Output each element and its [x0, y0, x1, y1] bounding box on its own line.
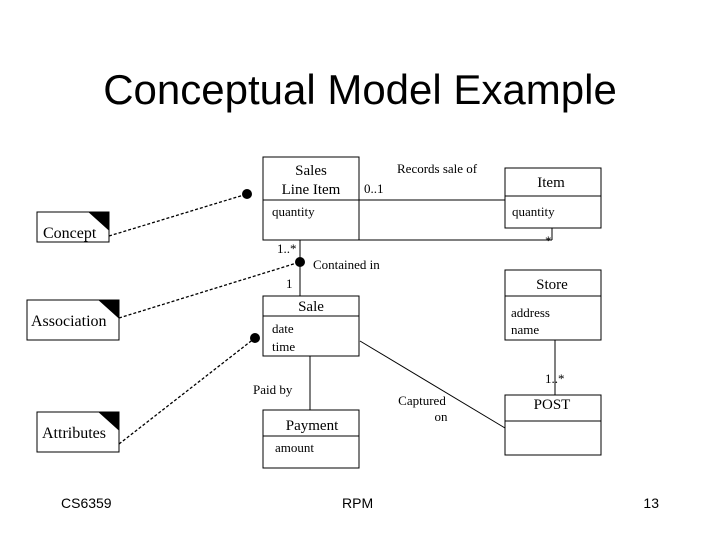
legend-attributes-box	[36, 411, 120, 453]
attributes-leader-dot	[250, 333, 260, 343]
payment-attr-amount: amount	[275, 440, 314, 455]
multiplicity-star: *	[545, 233, 552, 248]
item-attr-quantity: quantity	[512, 204, 555, 219]
item-box	[504, 167, 602, 229]
post-name: POST	[534, 397, 571, 413]
post-box	[504, 394, 602, 456]
association-leader-dot	[295, 257, 305, 267]
paid-by-label: Paid by	[253, 382, 293, 397]
multiplicity-0-1: 0..1	[364, 181, 384, 196]
captured-on-label-1: Captured	[398, 393, 446, 408]
sale-box	[262, 295, 360, 357]
item-name: Item	[537, 175, 565, 191]
multiplicity-1-many-post: 1..*	[545, 371, 565, 386]
multiplicity-1-many-sli: 1..*	[277, 241, 297, 256]
sales-line-item-attr-quantity: quantity	[272, 204, 315, 219]
captured-on-label-2: on	[435, 409, 449, 424]
records-sale-of-label: Records sale of	[397, 161, 478, 176]
legend-attributes-corner	[97, 411, 120, 432]
slide-title: Conceptual Model Example	[103, 66, 617, 113]
sale-attr-date: date	[272, 321, 294, 336]
captured-on-line	[359, 340, 506, 429]
legend-association-label: Association	[31, 313, 107, 330]
legend-attributes-label: Attributes	[42, 425, 106, 442]
footer-page-number: 13	[643, 495, 659, 511]
concept-leader-line	[108, 193, 248, 237]
store-box	[504, 269, 602, 341]
sales-line-item-name-1: Sales	[295, 163, 327, 179]
attributes-leader-line	[118, 337, 256, 445]
store-name: Store	[536, 277, 568, 293]
association-leader-line	[118, 261, 301, 319]
legend-association-box	[26, 299, 120, 341]
payment-box	[262, 409, 360, 469]
footer-course: CS6359	[61, 495, 112, 511]
sales-line-item-name-2: Line Item	[282, 182, 341, 198]
legend-concept-label: Concept	[43, 225, 97, 242]
store-attr-address: address	[511, 305, 550, 320]
footer-author: RPM	[342, 495, 373, 511]
concept-leader-dot	[242, 189, 252, 199]
store-attr-name: name	[511, 322, 539, 337]
sale-name: Sale	[298, 299, 324, 315]
sale-attr-time: time	[272, 339, 295, 354]
contained-in-label: Contained in	[313, 257, 380, 272]
legend-association-corner	[97, 299, 120, 320]
payment-name: Payment	[286, 418, 339, 434]
sales-line-item-box	[262, 156, 360, 241]
legend-concept-corner	[87, 211, 110, 232]
multiplicity-1: 1	[286, 276, 293, 291]
